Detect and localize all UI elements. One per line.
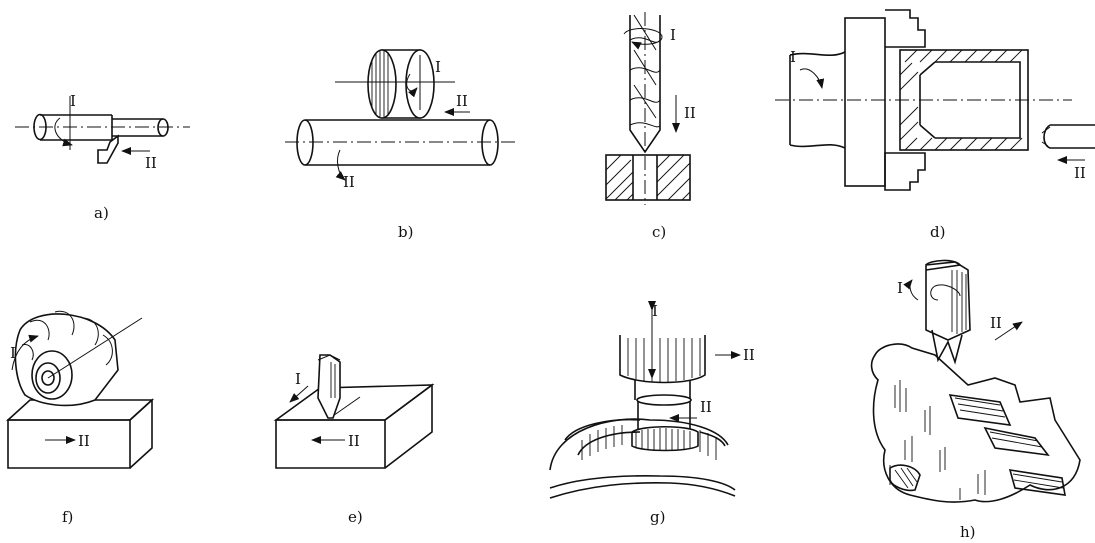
motion-label-primary: I xyxy=(10,344,16,362)
rotation-arrow-icon xyxy=(623,28,663,50)
caption-a: a) xyxy=(94,204,109,222)
rotation-arrow-icon xyxy=(335,149,346,181)
grinding-wheel-head xyxy=(619,335,706,400)
spindle-stub xyxy=(789,51,846,149)
workpiece-shaft xyxy=(33,113,169,141)
motion-label-primary: I xyxy=(435,58,441,76)
motion-label-primary: I xyxy=(790,48,796,66)
planing-tool xyxy=(317,354,341,419)
motion-label-primary: I xyxy=(897,279,903,297)
rotation-arrow-icon xyxy=(54,117,73,147)
workpiece-block xyxy=(273,383,435,469)
rotation-arrow-icon xyxy=(799,68,825,89)
panel-g-ring-grinding: I II II g) xyxy=(549,301,755,526)
gear-blank xyxy=(870,343,1081,503)
motion-label-feed: II xyxy=(684,104,696,122)
boring-bar xyxy=(1041,124,1095,149)
motion-label-primary: I xyxy=(670,26,676,44)
cutting-arrow-icon xyxy=(289,385,309,403)
motion-label-feed: II xyxy=(78,432,90,450)
ring-workpiece xyxy=(549,418,736,499)
motion-label-feed: II xyxy=(990,314,1002,332)
motion-label-feed: II xyxy=(348,432,360,450)
grinding-wheel xyxy=(335,49,455,119)
panel-h-gear-shaping: I II h) xyxy=(870,259,1081,541)
panel-c-drilling: I II c) xyxy=(605,12,696,241)
workpiece-bush xyxy=(899,49,1029,151)
caption-c: c) xyxy=(652,223,666,241)
rotation-arrow-icon xyxy=(903,279,919,301)
feed-arrow-icon xyxy=(994,321,1023,341)
motion-label-primary: I xyxy=(652,302,658,320)
motion-label-feed: II xyxy=(145,154,157,172)
motion-label-feed: II xyxy=(343,173,355,191)
milling-cutter xyxy=(14,310,143,407)
caption-d: d) xyxy=(930,223,945,241)
caption-b: b) xyxy=(398,223,413,241)
workpiece-block xyxy=(5,398,155,469)
turning-tool xyxy=(97,134,119,164)
shaping-cutter xyxy=(925,259,971,365)
panel-a-turning: I II a) xyxy=(15,92,190,222)
workpiece-block xyxy=(605,154,691,201)
workpiece-shaft xyxy=(296,119,499,166)
motion-label-primary: I xyxy=(70,92,76,110)
rotation-arrow-icon xyxy=(11,334,39,371)
caption-h: h) xyxy=(960,523,976,541)
motion-label-feed: II xyxy=(1074,164,1086,182)
caption-g: g) xyxy=(650,508,665,526)
motion-label-primary: I xyxy=(295,370,301,388)
chuck xyxy=(844,9,926,191)
motion-label-feed: II xyxy=(700,398,712,416)
caption-e: e) xyxy=(348,508,363,526)
motion-label-feed: II xyxy=(743,346,755,364)
panel-f-milling: I II f) xyxy=(5,310,155,526)
panel-b-grinding: I II II b) xyxy=(285,49,518,241)
panel-d-boring: I II d) xyxy=(775,9,1095,241)
caption-f: f) xyxy=(62,508,73,526)
rotation-arrow-icon xyxy=(406,73,418,98)
grinding-wheel xyxy=(631,394,699,452)
motion-label-feed: II xyxy=(456,92,468,110)
panel-e-planing: I II e) xyxy=(273,354,435,526)
drill-bit xyxy=(629,14,661,154)
